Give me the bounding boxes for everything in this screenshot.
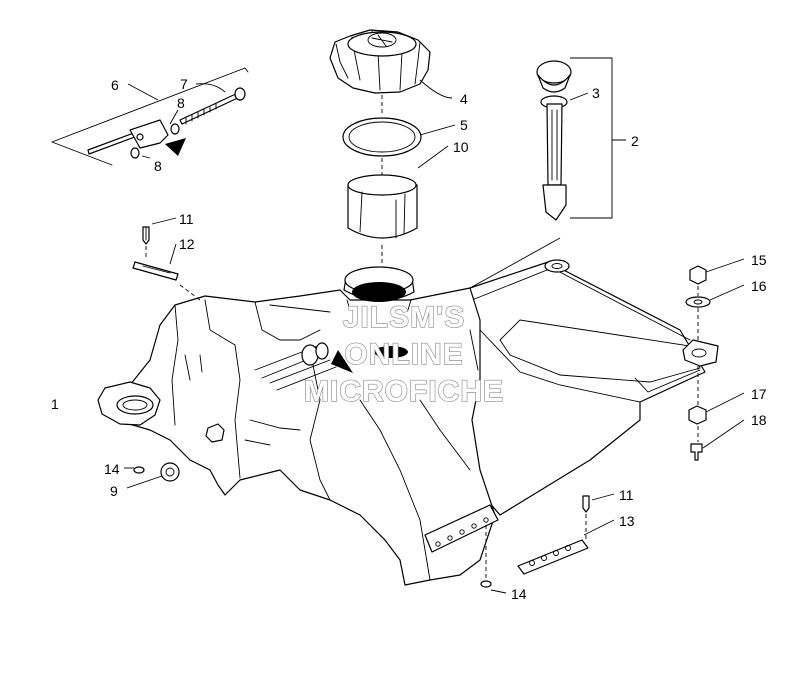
callout-14a: 14 [104,461,120,477]
fuel-tank-rear-tray [469,261,706,516]
filler-sleeve [347,174,418,239]
callout-6: 6 [111,77,119,93]
callout-5: 5 [460,117,468,133]
tank-side-bolt-b [269,359,337,391]
fuel-tank [97,259,706,586]
fuel-gauge [536,60,572,221]
leader-lines [124,57,745,594]
callout-17: 17 [751,386,767,402]
callout-13: 13 [619,513,635,529]
watermark-line-2: ONLINE [344,338,463,371]
strap-bolt-kit [51,67,249,166]
callout-1: 1 [51,396,59,412]
callout-15: 15 [751,252,767,268]
callout-18: 18 [751,412,767,428]
callout-11b: 11 [619,487,634,503]
callout-labels: 1 2 3 4 5 6 7 8 8 9 10 11 11 12 13 14 14… [51,76,767,602]
long-bolt [179,91,243,125]
callout-14b: 14 [511,586,527,602]
callout-8a: 8 [177,95,185,111]
tank-lower-bracket [424,504,499,553]
callout-16: 16 [751,278,767,294]
callout-7: 7 [180,76,188,92]
callout-12: 12 [179,236,195,252]
callout-3: 3 [592,85,600,101]
watermark-line-1: JILSM'S [343,301,466,334]
callout-4: 4 [460,91,468,107]
kit-arrow-icon [165,138,186,156]
callout-2: 2 [631,133,639,149]
callout-9: 9 [110,483,118,499]
callout-8b: 8 [154,158,162,174]
hardware [132,226,719,588]
tank-rear-lug [544,259,570,273]
watermark-line-3: MICROFICHE [304,375,504,408]
fuel-cap-gasket [342,117,422,157]
callout-10: 10 [453,139,469,155]
fuel-cap [329,29,431,94]
tank-arrow-icon [331,350,353,373]
tank-front-mount-hole [116,395,154,415]
callout-11a: 11 [179,211,194,227]
watermark: JILSM'S ONLINE MICROFICHE [303,300,504,408]
